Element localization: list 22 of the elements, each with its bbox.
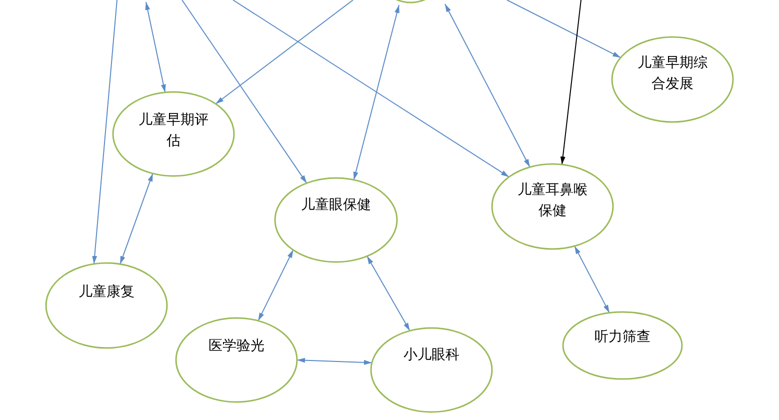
double-arrow (574, 246, 610, 314)
double-arrow (296, 358, 372, 365)
double-arrow (145, 2, 166, 93)
topic-ellipse: 儿童康复 (45, 262, 168, 349)
topic-ellipse: 儿童早期综合发展 (611, 36, 734, 123)
double-arrow (444, 4, 530, 168)
arrow (215, 0, 354, 104)
arrow (92, 0, 118, 264)
topic-ellipse: 儿童早期评估 (112, 91, 235, 177)
topic-ellipse: 听力筛查 (562, 311, 683, 380)
double-arrow (366, 256, 410, 332)
topic-ellipse: 医学验光 (175, 317, 298, 403)
topic-ellipse: 儿童眼保健 (274, 177, 398, 263)
arrow (232, 0, 510, 178)
double-arrow (353, 4, 400, 180)
arrow (560, 0, 582, 166)
double-arrow (120, 172, 154, 265)
arrow (182, 0, 308, 184)
arrow (506, 0, 622, 58)
double-arrow (258, 249, 294, 322)
topic-ellipse: 儿童耳鼻喉保健 (491, 163, 614, 250)
topic-ellipse: 小儿眼科 (370, 327, 493, 413)
